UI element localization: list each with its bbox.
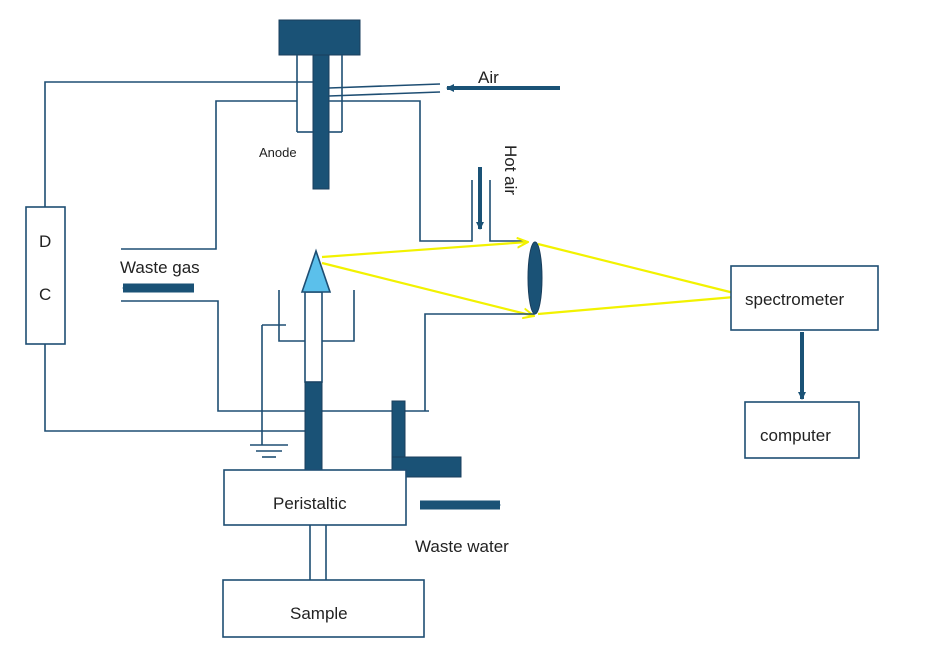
hot-air-inlet: Hot air: [329, 100, 526, 242]
peristaltic-pump: Peristaltic: [223, 469, 407, 526]
dc-wire-bottom: [44, 344, 305, 432]
computer-label: computer: [760, 426, 831, 445]
dc-power-supply: D C: [25, 81, 313, 432]
waste-water-label: Waste water: [415, 537, 509, 556]
waste-water-outlet: Waste water: [415, 500, 509, 556]
sample: Sample: [222, 579, 425, 638]
computer-box: [744, 401, 860, 459]
optical-path: [321, 241, 746, 411]
ground-icon: [250, 324, 288, 458]
spectrometer-label: spectrometer: [745, 290, 845, 309]
discharge-cell: [278, 248, 462, 478]
anode-rod: [312, 54, 330, 190]
anode-assembly: Anode: [259, 19, 361, 190]
lens-icon: [527, 241, 543, 315]
lens-support: [424, 313, 535, 411]
capillary-tube: [304, 291, 323, 383]
sample-box: [222, 579, 425, 638]
spectrometer-box: [730, 265, 879, 331]
beam-lower-to-spectrometer: [537, 296, 746, 316]
anode-label: Anode: [259, 145, 297, 160]
dc-label-bottom: C: [39, 285, 51, 304]
plasma-flame-icon: [300, 248, 332, 293]
waste-gas-label: Waste gas: [120, 258, 200, 277]
spectrometer: spectrometer: [730, 265, 879, 331]
dc-label-top: D: [39, 232, 51, 251]
sample-label: Sample: [290, 604, 348, 623]
beam-upper-to-spectrometer: [537, 242, 746, 296]
waste-gas-outlet: Waste gas: [120, 100, 429, 412]
dc-box: [25, 206, 66, 345]
computer: computer: [744, 401, 860, 459]
anode-cap: [278, 19, 361, 56]
hot-air-label: Hot air: [501, 145, 520, 195]
beam-upper-to-lens: [321, 242, 528, 259]
sample-inlet-tube: [304, 381, 323, 471]
air-label: Air: [478, 68, 499, 87]
dc-wire-top: [44, 81, 313, 207]
beam-lower-to-lens: [321, 261, 534, 316]
air-inlet: Air: [328, 68, 560, 97]
peristaltic-label: Peristaltic: [273, 494, 347, 513]
peristaltic-box: [223, 469, 407, 526]
drain-tube-horizontal: [391, 456, 462, 478]
